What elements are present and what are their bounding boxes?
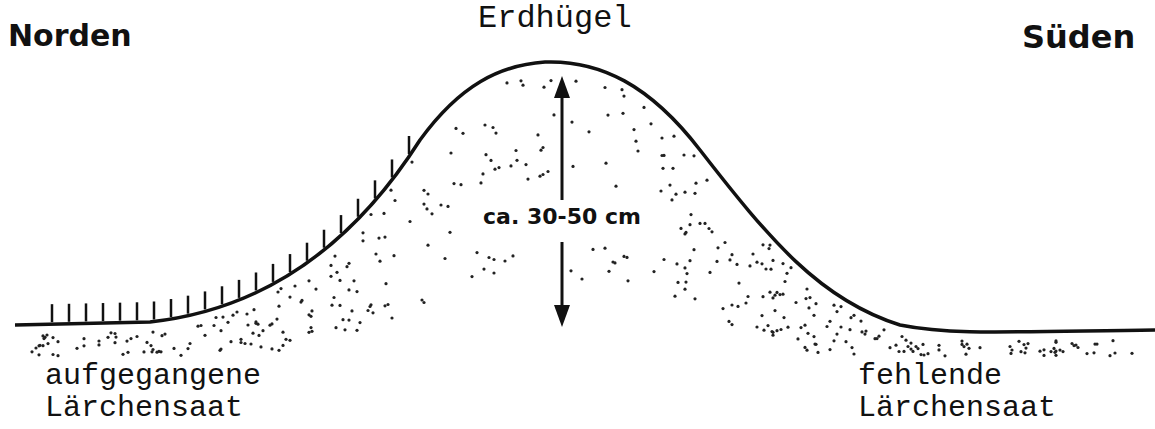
seedling-tick <box>85 303 88 321</box>
seedling-tick <box>51 304 54 322</box>
seedling-tick <box>170 299 173 317</box>
seedling-tick <box>408 136 411 154</box>
seedling-tick <box>68 304 71 322</box>
seedling-tick <box>255 272 258 290</box>
note-label: fehlende Lärchensaat <box>858 360 1074 425</box>
seedling-tick <box>306 243 309 261</box>
seedling-tick <box>221 286 224 304</box>
seedling-tick <box>119 303 122 321</box>
direction-label: Süden <box>1022 20 1135 55</box>
seedling-tick <box>391 159 394 177</box>
seedling-hatching <box>52 136 409 322</box>
seedling-tick <box>238 280 241 298</box>
seedling-tick <box>323 230 326 248</box>
mound-label: Erdhügel <box>478 2 632 37</box>
seedling-tick <box>272 264 275 282</box>
seedling-tick <box>153 301 156 319</box>
seedling-tick <box>136 302 139 320</box>
direction-label: Norden <box>8 20 132 52</box>
seedling-tick <box>289 254 292 272</box>
mound-outline <box>15 62 1155 332</box>
seedling-tick <box>374 180 377 198</box>
seedling-tick <box>204 291 207 309</box>
dimension-label: ca. 30-50 cm <box>479 203 645 231</box>
height-arrow <box>554 76 570 327</box>
seedling-tick <box>340 215 343 233</box>
note-label: aufgegangene Lärchensaat <box>45 360 279 425</box>
seedling-tick <box>187 296 190 314</box>
seedling-tick <box>102 303 105 321</box>
seedling-tick <box>357 199 360 217</box>
